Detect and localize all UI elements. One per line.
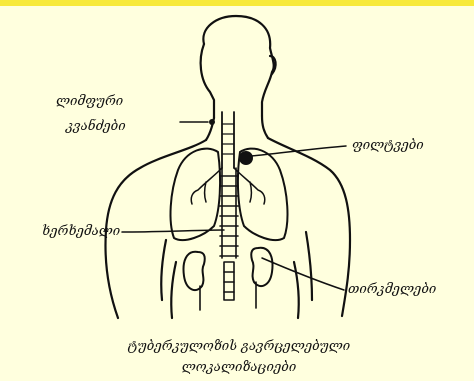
torso-left-waist xyxy=(171,262,176,318)
right-arm-inner xyxy=(306,232,312,300)
lung-lesion-marker xyxy=(239,151,253,165)
right-shoulder-arm xyxy=(268,138,350,316)
leader-line-kidneys xyxy=(262,258,344,290)
neck-right xyxy=(262,116,268,138)
label-lymph-nodes-line2: კვანძები xyxy=(66,119,126,135)
trachea-rings xyxy=(222,124,234,154)
lower-spine-segments xyxy=(224,262,234,300)
caption-line2: ლოკალიზაციები xyxy=(64,360,414,376)
lymph-node-marker xyxy=(209,119,215,125)
label-lungs: ფილტვები xyxy=(352,138,424,154)
label-lymph-nodes-line1: ლიმფური xyxy=(56,94,123,110)
left-lung xyxy=(171,149,221,240)
left-kidney xyxy=(184,252,205,290)
caption-line1: ტუბერკულოზის გავრცელებული xyxy=(64,339,414,355)
label-spine: ხერხემალი xyxy=(42,224,120,240)
torso-right-waist xyxy=(294,262,299,318)
spine-column xyxy=(220,168,238,258)
label-kidneys: თირკმელები xyxy=(348,282,436,298)
left-arm-inner xyxy=(161,240,166,300)
right-kidney xyxy=(251,248,272,286)
bronchi-left xyxy=(191,168,222,204)
leader-line-lungs xyxy=(252,146,346,156)
left-shoulder-arm xyxy=(106,140,207,318)
head-back xyxy=(201,44,214,118)
